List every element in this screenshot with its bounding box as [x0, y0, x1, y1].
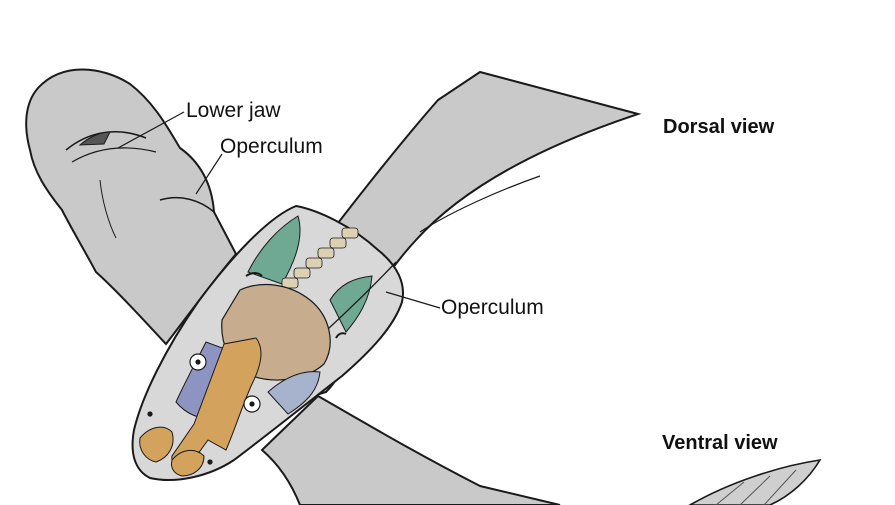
ventral-band [260, 394, 561, 505]
fin-ray [715, 481, 745, 505]
label-operculum-right: Operculum [441, 296, 544, 319]
cheek-line [99, 179, 117, 239]
gill-left [247, 215, 301, 285]
dorsal-fin-line [419, 175, 541, 233]
head-lobe [25, 68, 238, 346]
label-operculum-left: Operculum [220, 135, 323, 158]
spiracle-left [245, 272, 263, 277]
label-lower-jaw: Lower jaw [186, 99, 281, 122]
label-ventral-view: Ventral view [662, 432, 778, 454]
pupil-right [249, 401, 255, 407]
vertebra [317, 247, 335, 259]
skull-head [131, 204, 404, 481]
leader-operculum-left [195, 153, 223, 195]
vertebra [281, 277, 299, 289]
neural-arches [281, 227, 359, 289]
vertebra [341, 227, 359, 239]
vertebra [293, 267, 311, 279]
jaw-bone [171, 337, 262, 467]
nostril [147, 411, 153, 417]
fin-ray [763, 469, 797, 505]
ventral-fin-outline [688, 458, 822, 505]
fin-ray [739, 475, 771, 505]
jaw-shadow [78, 131, 111, 146]
ventral-bone-right [267, 371, 321, 415]
vertebra [305, 257, 323, 269]
operculum-edge [159, 196, 215, 213]
leader-operculum-right [385, 291, 441, 309]
label-dorsal-view: Dorsal view [663, 116, 775, 138]
nostril [207, 459, 213, 465]
jaw-line [71, 147, 157, 163]
vertebra [329, 237, 347, 249]
snout-bone-left [139, 426, 174, 463]
snout-bone-right [171, 450, 205, 477]
leader-lower-jaw [117, 111, 185, 149]
ventral-fin [688, 458, 822, 505]
ventral-band-outline [260, 394, 561, 505]
spiracle-right [335, 332, 347, 339]
head-lobe-outline [25, 68, 238, 346]
pupil-left [195, 359, 201, 365]
